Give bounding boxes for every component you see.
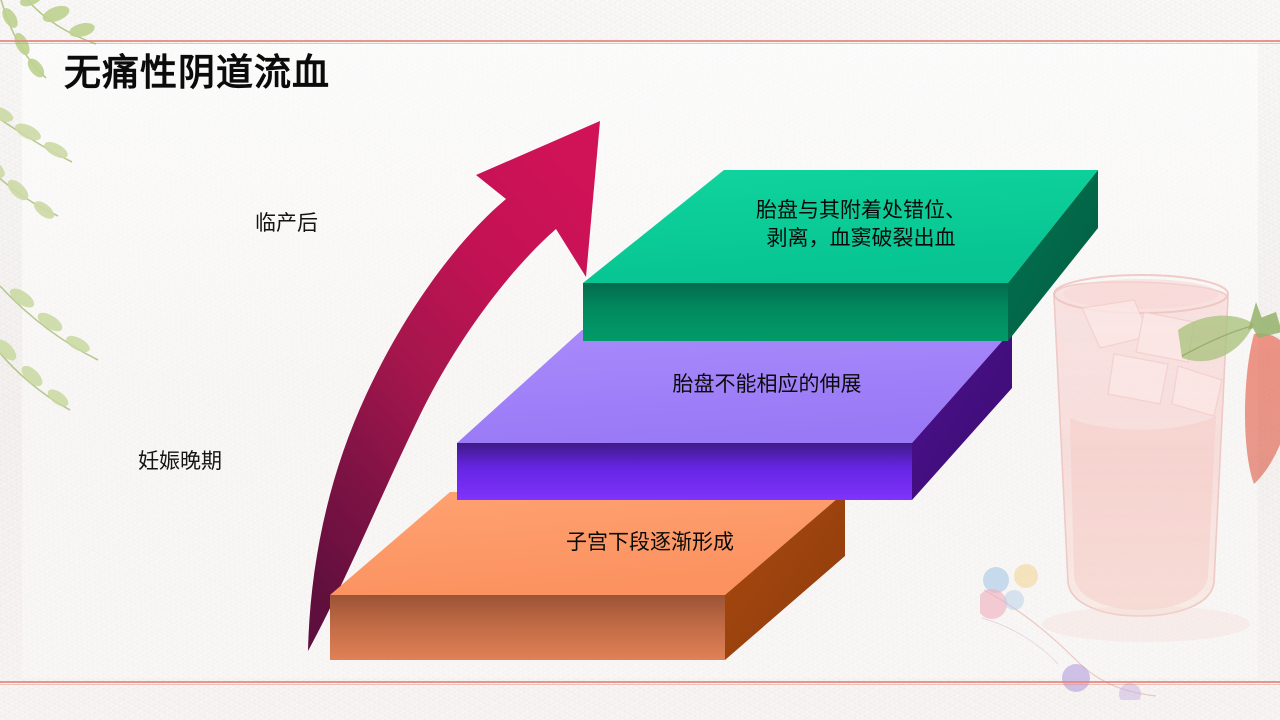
frame-rule-bottom: [0, 681, 1280, 683]
frame-hairline-bottom: [0, 684, 1280, 685]
curved-up-arrow-icon: [308, 121, 600, 651]
stack-slab-purple: 胎盘不能相应的伸展: [452, 330, 1012, 505]
page-title: 无痛性阴道流血: [64, 51, 330, 94]
stage-label-late-pregnancy: 妊娠晚期: [138, 449, 222, 473]
frame-hairline-top: [0, 43, 1280, 44]
stack-slab-green: 胎盘与其附着处错位、 剥离，血窦破裂出血: [578, 163, 1098, 343]
stage-label-after-labor: 临产后: [255, 211, 318, 235]
stack-slab-orange: 子宫下段逐渐形成: [325, 492, 845, 667]
frame-rule-top: [0, 40, 1280, 42]
bead-string-decoration: [980, 564, 1157, 700]
